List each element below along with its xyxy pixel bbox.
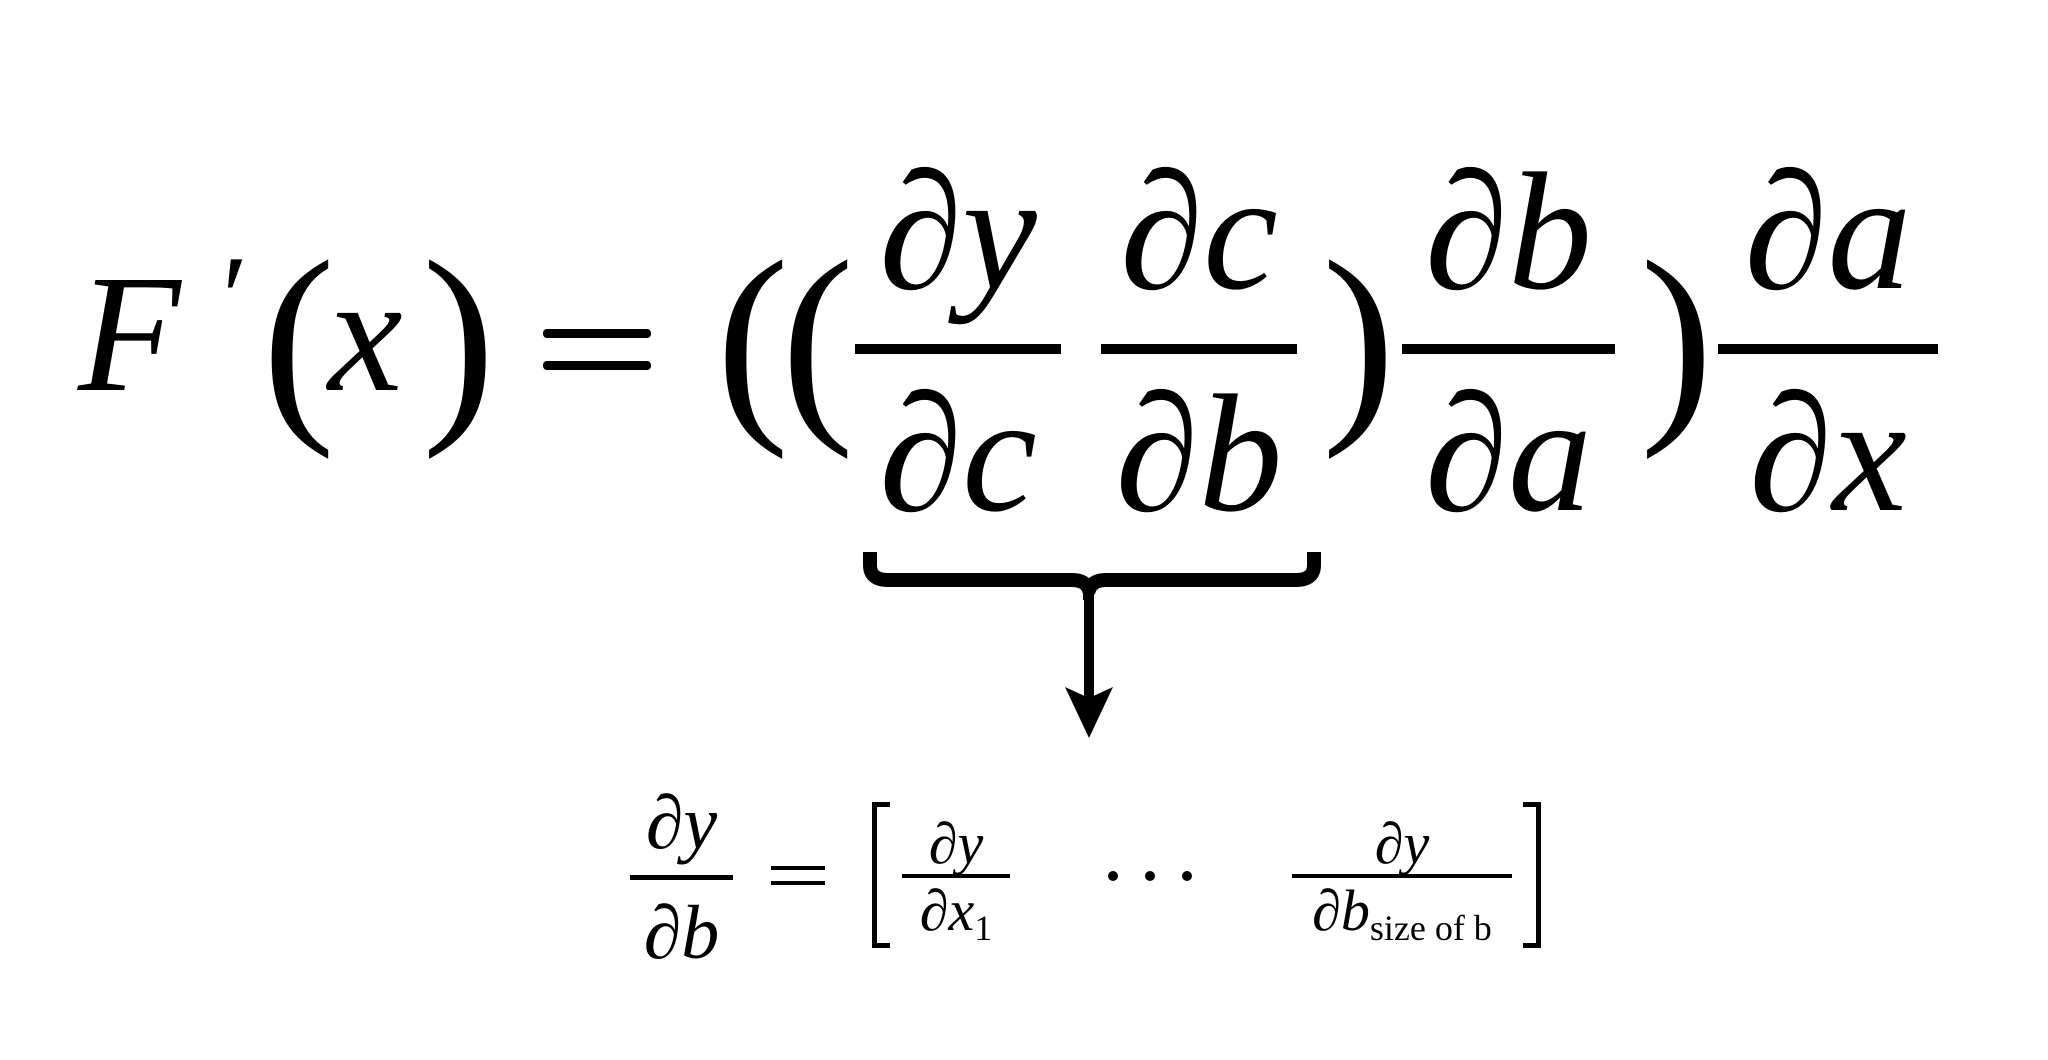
denominator: ∂b <box>1115 361 1283 547</box>
denominator: ∂c <box>879 361 1037 547</box>
numerator: ∂b <box>1424 139 1592 325</box>
numerator: ∂y <box>928 811 984 876</box>
prime-symbol: ′ <box>222 231 249 364</box>
numerator: ∂a <box>1744 139 1912 325</box>
denominator-main: ∂b <box>1312 878 1370 943</box>
fraction-bar <box>902 874 1010 878</box>
close-bracket <box>1523 802 1541 948</box>
numerator: ∂c <box>1120 139 1278 325</box>
outer-open-paren: ( <box>716 216 790 460</box>
denominator-subscript: size of b <box>1369 908 1492 948</box>
denominator: ∂b <box>643 891 720 975</box>
denominator: ∂a <box>1424 361 1592 547</box>
lhs-close-paren: ) <box>422 216 496 460</box>
numerator: ∂y <box>879 139 1037 325</box>
lhs-variable: x <box>328 241 403 427</box>
fraction-bar <box>1101 344 1297 354</box>
fraction-bar <box>1718 344 1938 354</box>
denominator-subscript: 1 <box>974 908 993 948</box>
function-symbol: F <box>78 241 181 427</box>
denominator: ∂bsize of b <box>1292 882 1512 947</box>
outer-close-paren: ) <box>1640 216 1714 460</box>
denominator: ∂x <box>1749 361 1907 547</box>
denominator-main: ∂x <box>919 878 975 943</box>
fraction-bar <box>630 875 733 880</box>
fraction-bar <box>1402 344 1615 354</box>
inner-open-paren: ( <box>781 216 855 460</box>
fraction-bar <box>855 344 1061 354</box>
lhs-open-paren: ( <box>262 216 336 460</box>
arrow-down-icon <box>1065 582 1113 738</box>
numerator: ∂y <box>1374 811 1430 876</box>
open-bracket <box>872 802 890 948</box>
fraction-bar <box>1292 874 1512 878</box>
inner-close-paren: ) <box>1322 216 1396 460</box>
denominator: ∂x1 <box>902 882 1010 947</box>
numerator: ∂y <box>645 781 718 865</box>
underbrace-icon <box>863 552 1321 597</box>
